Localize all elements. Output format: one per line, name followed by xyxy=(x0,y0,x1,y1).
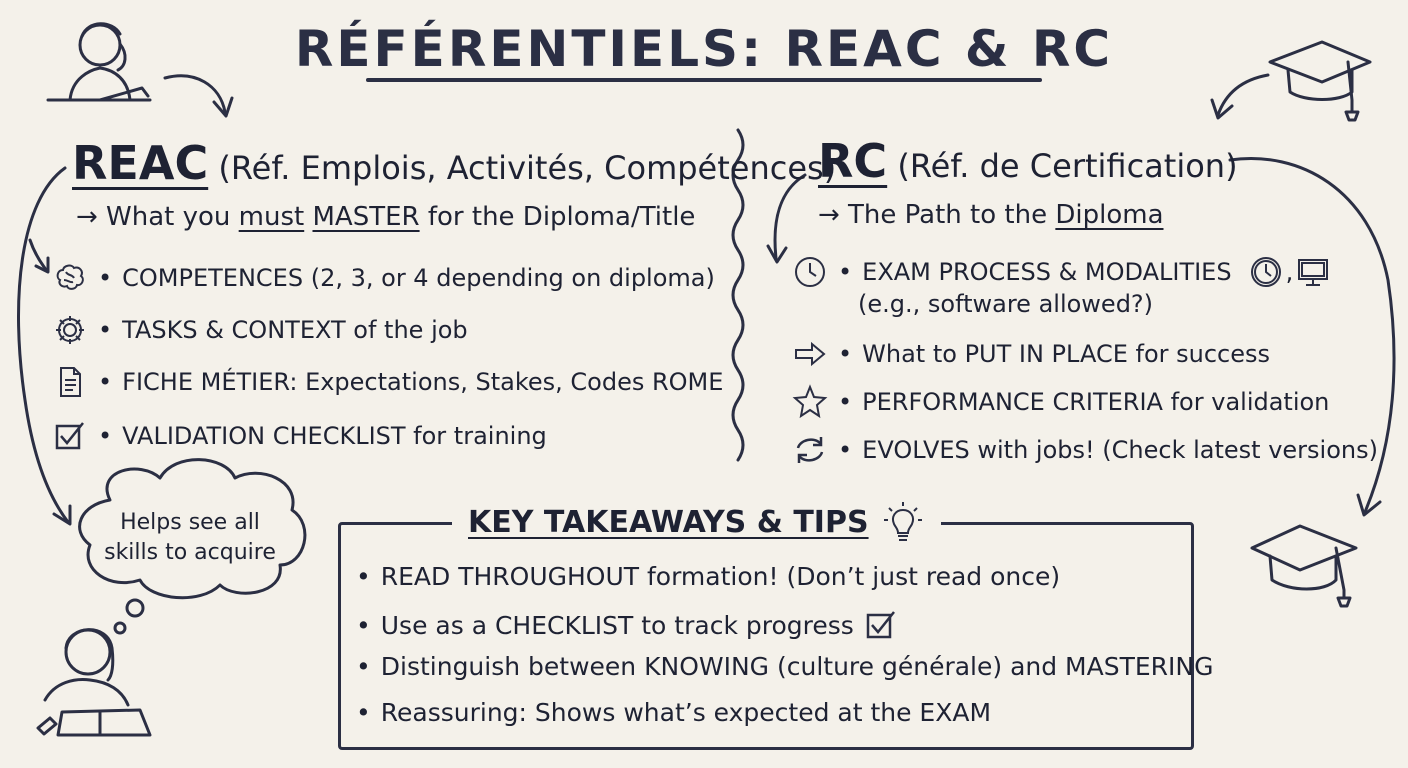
bullet: • xyxy=(838,436,853,464)
rc-item-exam: • EXAM PROCESS & MODALITIES , xyxy=(790,252,1341,292)
clock-icon xyxy=(1246,252,1286,292)
checkbox-icon xyxy=(864,608,898,642)
star-icon xyxy=(790,382,830,422)
rc-acronym: RC xyxy=(818,134,888,188)
bullet: • xyxy=(838,340,853,368)
takeaway-text: READ THROUGHOUT formation! (Don’t just r… xyxy=(380,562,1061,591)
arrow-icon xyxy=(790,334,830,374)
rc-item-text: (e.g., software allowed?) xyxy=(858,290,1154,318)
reac-item-text: COMPETENCES (2, 3, or 4 depending on dip… xyxy=(122,264,715,292)
thought-bubble: Helps see all skills to acquire xyxy=(92,508,288,568)
student-reading-icon xyxy=(36,628,152,737)
document-icon xyxy=(50,362,90,402)
checkbox-icon xyxy=(50,416,90,456)
reac-subtitle: → What you must MASTER for the Diploma/T… xyxy=(76,202,695,232)
lightbulb-icon xyxy=(881,500,925,544)
takeaway-text: Reassuring: Shows what’s expected at the… xyxy=(380,698,992,727)
rc-subtitle-prefix: → The Path to the xyxy=(818,200,1056,230)
rc-expansion: (Réf. de Certification) xyxy=(897,147,1238,185)
reac-heading: REAC (Réf. Emplois, Activités, Compétenc… xyxy=(72,136,836,190)
curved-arrow-icon xyxy=(1216,73,1270,117)
reac-subtitle-prefix: → What you xyxy=(76,202,239,232)
reac-item-validation: • VALIDATION CHECKLIST for training xyxy=(50,416,547,456)
curved-arrow-icon xyxy=(1228,157,1396,514)
takeaway-text: Use as a CHECKLIST to track progress xyxy=(380,610,854,640)
curved-arrow-icon xyxy=(17,166,70,524)
takeaways-title-text: KEY TAKEAWAYS & TIPS xyxy=(468,504,869,540)
reac-acronym: REAC xyxy=(72,136,209,190)
rc-item-text: EVOLVES with jobs! (Check latest version… xyxy=(862,436,1378,464)
rc-item-text: EXAM PROCESS & MODALITIES xyxy=(862,258,1232,286)
takeaway-item: • Reassuring: Shows what’s expected at t… xyxy=(356,698,991,727)
bullet: • xyxy=(356,610,371,640)
rc-item-text: PERFORMANCE CRITERIA for validation xyxy=(862,388,1330,416)
bullet: • xyxy=(838,388,853,416)
comma: , xyxy=(1285,258,1294,286)
takeaway-text: Distinguish between KNOWING (culture gén… xyxy=(380,652,1214,681)
reac-item-text: VALIDATION CHECKLIST for training xyxy=(122,422,547,450)
bullet: • xyxy=(838,258,853,286)
reac-subtitle-must: must xyxy=(238,202,305,232)
rc-item-success: • What to PUT IN PLACE for success xyxy=(790,334,1270,374)
takeaway-item: • READ THROUGHOUT formation! (Don’t just… xyxy=(356,562,1060,591)
monitor-icon xyxy=(1293,252,1333,292)
rc-item-text: What to PUT IN PLACE for success xyxy=(862,340,1271,368)
bullet: • xyxy=(356,562,371,591)
divider-wave xyxy=(731,128,745,462)
reac-item-competences: • COMPETENCES (2, 3, or 4 depending on d… xyxy=(50,258,715,298)
page-title: RÉFÉRENTIELS: REAC & RC xyxy=(294,20,1114,78)
reac-subtitle-suffix: for the Diploma/Title xyxy=(419,202,696,232)
reac-item-fiche: • FICHE MÉTIER: Expectations, Stakes, Co… xyxy=(50,362,723,402)
thought-bubble-line: skills to acquire xyxy=(104,540,276,565)
brain-icon xyxy=(50,258,90,298)
rc-item-performance: • PERFORMANCE CRITERIA for validation xyxy=(790,382,1329,422)
thought-bubble-line: Helps see all xyxy=(120,510,260,535)
rc-heading: RC (Réf. de Certification) xyxy=(818,134,1238,188)
takeaway-item: • Use as a CHECKLIST to track progress xyxy=(356,608,898,642)
bullet: • xyxy=(98,316,113,344)
bullet: • xyxy=(356,698,371,727)
curved-arrow-icon xyxy=(163,74,227,114)
rc-item-evolves: • EVOLVES with jobs! (Check latest versi… xyxy=(790,430,1378,470)
reac-item-text: FICHE MÉTIER: Expectations, Stakes, Code… xyxy=(122,368,724,396)
takeaway-item: • Distinguish between KNOWING (culture g… xyxy=(356,652,1213,681)
bullet: • xyxy=(98,264,113,292)
takeaways-title: KEY TAKEAWAYS & TIPS xyxy=(452,500,941,544)
rc-item-exam-note: (e.g., software allowed?) xyxy=(858,290,1153,318)
bullet: • xyxy=(356,652,371,681)
graduation-cap-icon xyxy=(1250,524,1358,608)
reac-expansion: (Réf. Emplois, Activités, Compétences) xyxy=(218,149,837,187)
curved-arrow-icon xyxy=(773,173,807,260)
title-underline xyxy=(366,78,1042,82)
student-writing-icon xyxy=(46,22,152,102)
bullet: • xyxy=(98,368,113,396)
reac-item-tasks: • TASKS & CONTEXT of the job xyxy=(50,310,468,350)
refresh-icon xyxy=(790,430,830,470)
clock-icon xyxy=(790,252,830,292)
reac-item-text: TASKS & CONTEXT of the job xyxy=(122,316,468,344)
bullet: • xyxy=(98,422,113,450)
rc-subtitle-diploma: Diploma xyxy=(1055,200,1164,230)
gear-icon xyxy=(50,310,90,350)
graduation-cap-icon xyxy=(1268,40,1372,122)
rc-subtitle: → The Path to the Diploma xyxy=(818,200,1164,230)
reac-subtitle-master: MASTER xyxy=(312,202,420,232)
thought-cloud xyxy=(78,458,307,600)
